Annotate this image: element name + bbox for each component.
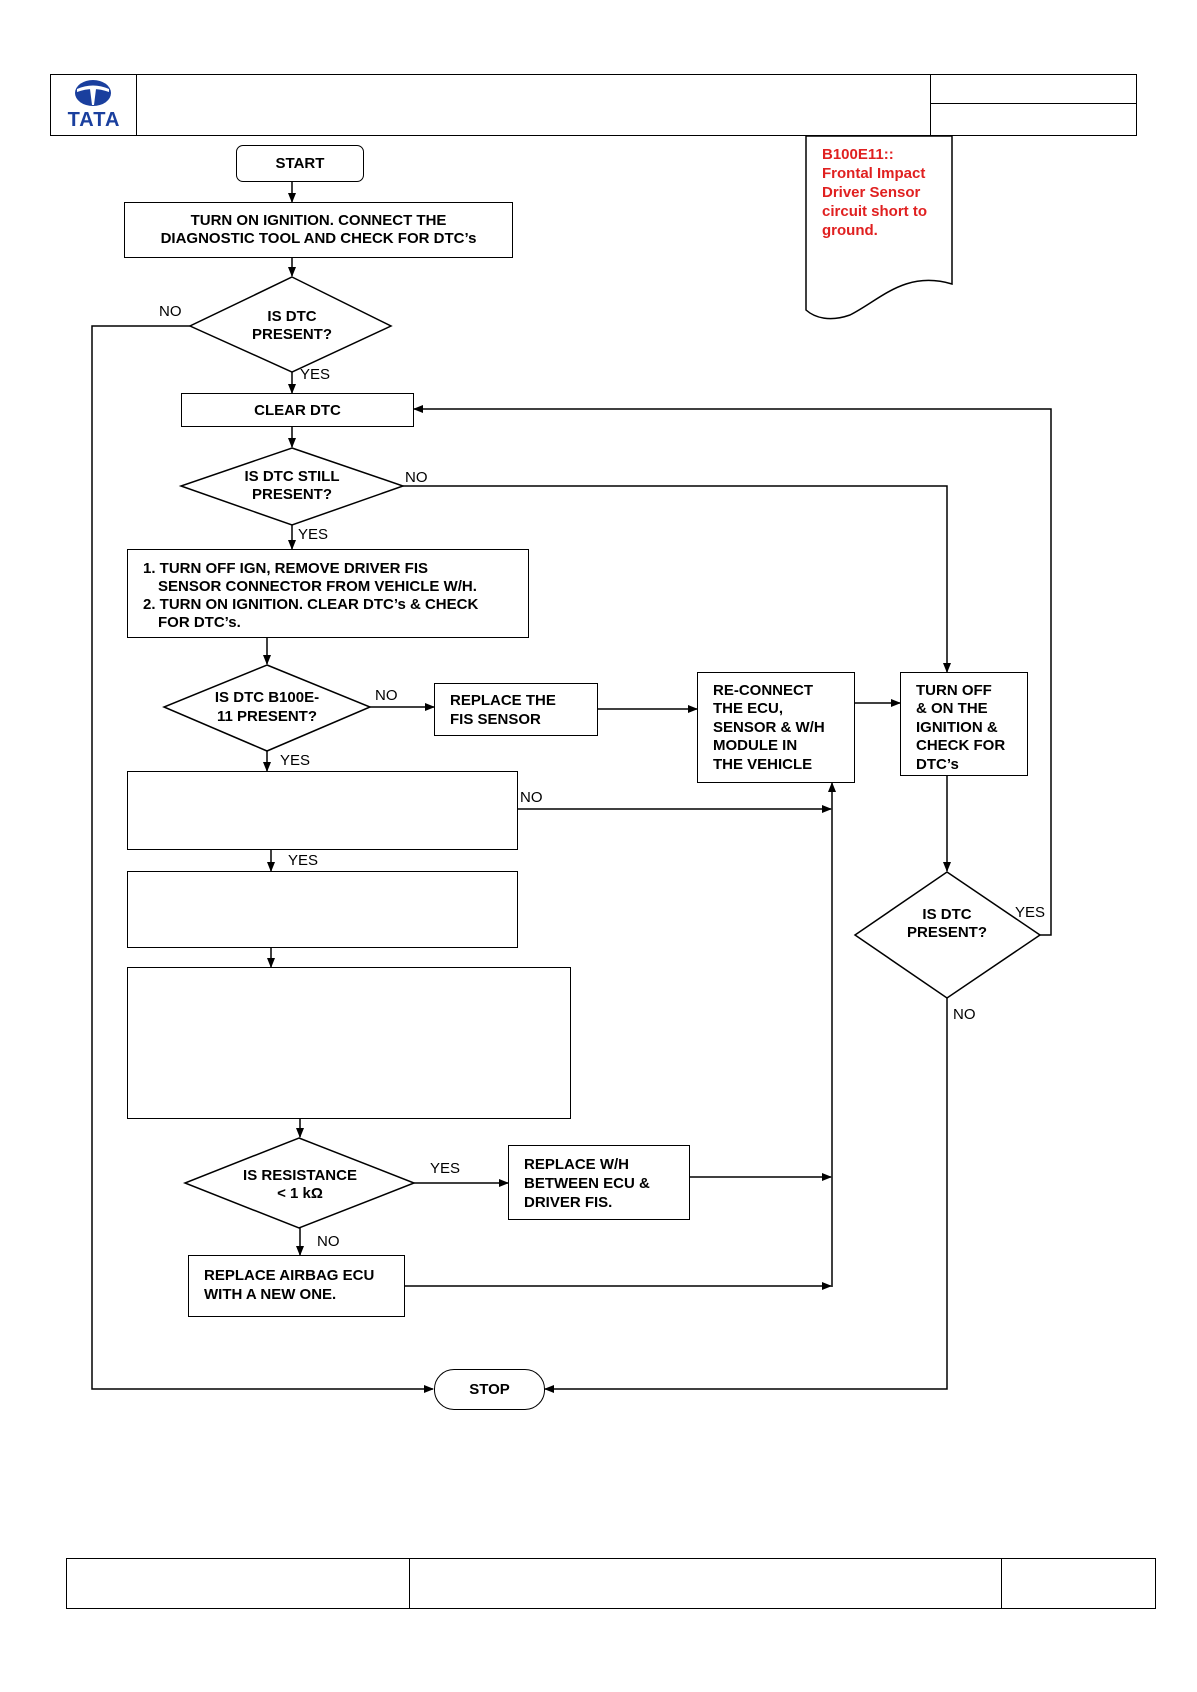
turn-off-line-1: TURN OFF <box>916 682 992 699</box>
replace-wh-box: REPLACE W/H BETWEEN ECU & DRIVER FIS. <box>508 1145 690 1220</box>
label-yes-b100e11: YES <box>280 752 311 769</box>
q-resistance-line-2: < 1 kΩ <box>277 1185 323 1202</box>
header-right-bottom-cell <box>930 103 1137 136</box>
reconnect-line-1: RE-CONNECT <box>713 682 813 699</box>
step-connect-tool: TURN ON IGNITION. CONNECT THE DIAGNOSTIC… <box>124 202 513 258</box>
reconnect-box: RE-CONNECT THE ECU, SENSOR & W/H MODULE … <box>697 672 855 783</box>
label-yes-blank-1: YES <box>288 852 319 869</box>
blank-step-box-1 <box>127 771 518 850</box>
turn-off-line-2: & ON THE <box>916 700 988 717</box>
reconnect-line-2: THE ECU, <box>713 700 784 717</box>
turn-off-line-5: DTC’s <box>916 756 959 773</box>
clear-dtc-label: CLEAR DTC <box>254 402 341 419</box>
diamond-resistance <box>182 1137 417 1229</box>
label-no-blank-1: NO <box>520 789 543 806</box>
start-label: START <box>275 155 325 172</box>
q-b100e11-line-2: 11 PRESENT? <box>216 708 318 725</box>
q-resistance-line-1: IS RESISTANCE <box>243 1167 357 1184</box>
label-no-dtc-still: NO <box>405 469 428 486</box>
q-b100e11-line-1: IS DTC B100E- <box>214 689 320 706</box>
stop-label: STOP <box>469 1381 510 1398</box>
start-terminal: START <box>236 145 364 182</box>
reconnect-line-5: THE VEHICLE <box>713 756 813 773</box>
dtc-note-line-4: circuit short to <box>822 203 928 220</box>
tata-logo-icon <box>75 80 111 106</box>
step-connect-line-2: DIAGNOSTIC TOOL AND CHECK FOR DTC’s <box>160 230 477 247</box>
footer-center-cell <box>409 1558 1003 1609</box>
turn-off-line-4: CHECK FOR <box>916 737 1006 754</box>
label-yes-resistance: YES <box>430 1160 461 1177</box>
dtc-note-line-3: Driver Sensor <box>822 184 921 201</box>
step-remove-line-2: SENSOR CONNECTOR FROM VEHICLE W/H. <box>158 578 477 595</box>
label-yes-dtc-still: YES <box>298 526 329 543</box>
replace-ecu-box: REPLACE AIRBAG ECU WITH A NEW ONE. <box>188 1255 405 1317</box>
replace-wh-line-3: DRIVER FIS. <box>524 1194 613 1211</box>
q-dtc-present-2-line-1: IS DTC <box>922 906 972 923</box>
step-connect-line-1: TURN ON IGNITION. CONNECT THE <box>190 212 447 229</box>
header-logo-cell: TATA <box>50 74 138 136</box>
clear-dtc-box: CLEAR DTC <box>181 393 414 427</box>
q-dtc-present-line-1: IS DTC <box>267 308 317 325</box>
logo-text: TATA <box>67 109 121 131</box>
blank-step-box-2 <box>127 871 518 948</box>
replace-fis-box: REPLACE THE FIS SENSOR <box>434 683 598 736</box>
label-no-dtc-present-2: NO <box>953 1006 976 1023</box>
blank-step-box-3 <box>127 967 571 1119</box>
replace-fis-line-2: FIS SENSOR <box>450 711 541 728</box>
label-no-b100e11: NO <box>375 687 398 704</box>
header-right-top-cell <box>930 74 1137 105</box>
dtc-note-shape <box>805 135 953 320</box>
replace-wh-line-2: BETWEEN ECU & <box>524 1175 650 1192</box>
q-dtc-present-line-2: PRESENT? <box>251 326 332 343</box>
header-title-cell <box>136 74 932 136</box>
q-dtc-still-line-1: IS DTC STILL <box>244 468 340 485</box>
dtc-note-line-1: B100E11:: <box>822 146 894 163</box>
step-remove-line-4: FOR DTC’s. <box>158 614 241 631</box>
dtc-note-line-5: ground. <box>822 222 878 239</box>
replace-fis-line-1: REPLACE THE <box>450 692 556 709</box>
label-no-resistance: NO <box>317 1233 340 1250</box>
label-no-dtc-present: NO <box>159 303 182 320</box>
footer-left-cell <box>66 1558 411 1609</box>
replace-ecu-line-2: WITH A NEW ONE. <box>204 1286 337 1303</box>
replace-ecu-line-1: REPLACE AIRBAG ECU <box>204 1267 375 1284</box>
replace-wh-line-1: REPLACE W/H <box>524 1156 629 1173</box>
step-remove-line-3: 2. TURN ON IGNITION. CLEAR DTC’s & CHECK <box>143 596 479 613</box>
label-yes-dtc-present-2: YES <box>1015 904 1046 921</box>
q-dtc-still-line-2: PRESENT? <box>251 486 332 503</box>
turn-off-on-box: TURN OFF & ON THE IGNITION & CHECK FOR D… <box>900 672 1028 776</box>
reconnect-line-3: SENSOR & W/H <box>713 719 825 736</box>
dtc-note-line-2: Frontal Impact <box>822 165 926 182</box>
q-dtc-present-2-line-2: PRESENT? <box>906 924 987 941</box>
footer-right-cell <box>1001 1558 1156 1609</box>
reconnect-line-4: MODULE IN <box>713 737 798 754</box>
step-remove-line-1: 1. TURN OFF IGN, REMOVE DRIVER FIS <box>143 560 429 577</box>
step-remove-connector: 1. TURN OFF IGN, REMOVE DRIVER FIS SENSO… <box>127 549 529 638</box>
turn-off-line-3: IGNITION & <box>916 719 998 736</box>
label-yes-dtc-present: YES <box>300 366 331 383</box>
stop-terminal: STOP <box>434 1369 545 1410</box>
